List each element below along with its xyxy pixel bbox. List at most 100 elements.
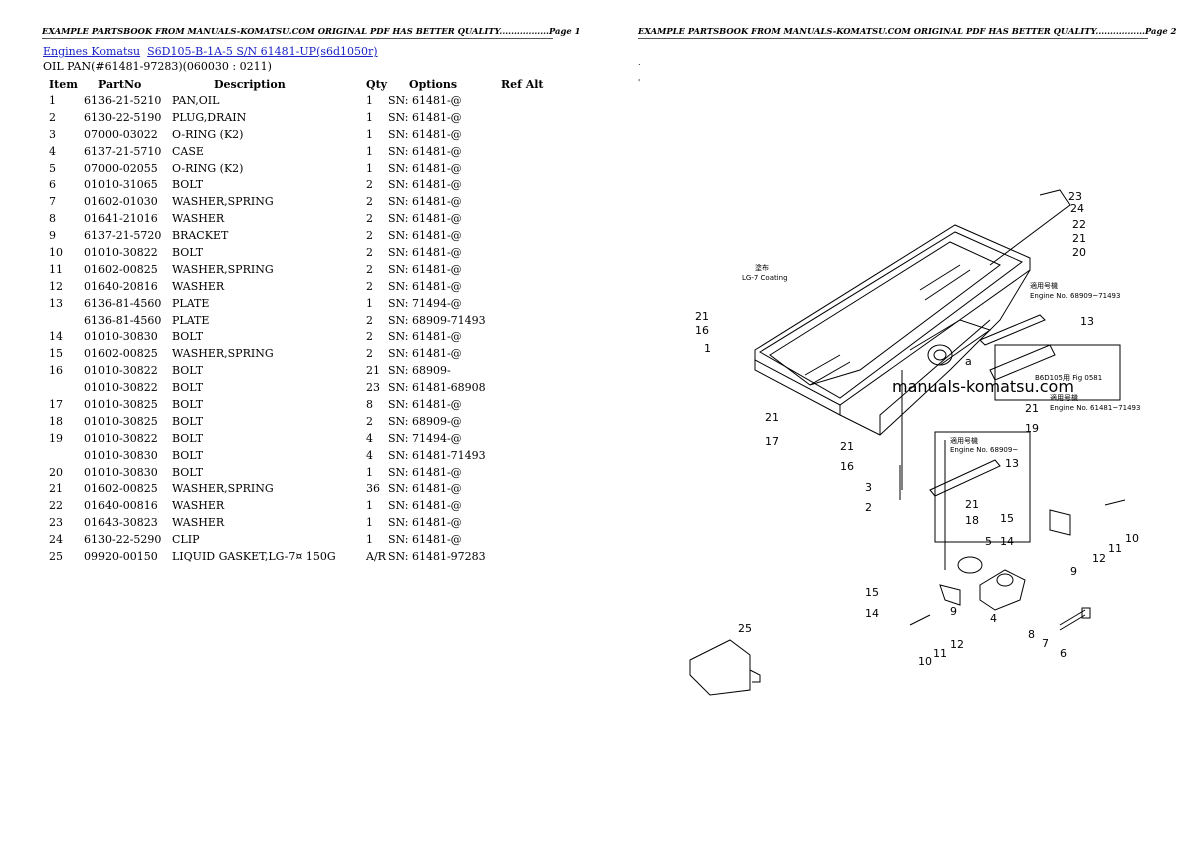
callout-a: a — [965, 355, 972, 368]
cell-qty: 4 — [366, 448, 373, 462]
callout-9-lower: 9 — [950, 605, 957, 618]
cell-qty: 1 — [366, 93, 373, 107]
cell-qty: 2 — [366, 330, 373, 344]
cell-description: O-RING (K2) — [172, 161, 244, 175]
callout-5: 5 — [985, 535, 992, 548]
cell-qty: 2 — [366, 178, 373, 192]
callout-25: 25 — [738, 622, 752, 635]
cell-description: BOLT — [172, 397, 204, 411]
cell-partno: 01010-30830 — [84, 448, 158, 462]
cell-refalt — [501, 413, 544, 430]
cell-description: BOLT — [172, 381, 204, 395]
table-row: 18 01010-30825 BOLT 2 SN: 68909-@ — [43, 413, 544, 430]
cell-item: 21 — [49, 482, 63, 496]
callout-20: 20 — [1072, 246, 1086, 259]
o-ring-part — [957, 556, 983, 574]
cell-qty: 2 — [366, 195, 373, 209]
cell-refalt — [501, 109, 544, 126]
cell-qty: 21 — [366, 364, 380, 378]
callout-12: 12 — [1092, 552, 1106, 565]
cell-options: SN: 61481-@ — [388, 178, 462, 192]
cell-description: CLIP — [172, 533, 200, 547]
cell-options: SN: 61481-@ — [388, 93, 462, 107]
page-header-left: EXAMPLE PARTSBOOK FROM MANUALS-KOMATSU.C… — [42, 26, 580, 39]
cell-qty: 2 — [366, 279, 373, 293]
cell-qty: 1 — [366, 516, 373, 530]
cell-qty: 2 — [366, 414, 373, 428]
cell-options: SN: 61481-@ — [388, 144, 462, 158]
cell-partno: 01010-30825 — [84, 414, 158, 428]
breadcrumb-link-model[interactable]: S6D105-B-1A-5 S/N 61481-UP(s6d1050r) — [147, 45, 378, 58]
cell-options: SN: 68909-71493 — [388, 313, 486, 327]
cell-options: SN: 71494-@ — [388, 431, 462, 445]
cell-options: SN: 61481-@ — [388, 161, 462, 175]
cell-refalt — [501, 278, 544, 295]
cell-refalt — [501, 464, 544, 481]
note-lg7-jp: 塗布 — [755, 263, 769, 272]
cell-item: 12 — [49, 279, 63, 293]
cell-qty: 1 — [366, 499, 373, 513]
cell-item: 2 — [49, 110, 56, 124]
callout-13: 13 — [1080, 315, 1094, 328]
note-serial-f: Engine No. 68909~ — [950, 446, 1018, 454]
callout-10-lower: 10 — [918, 655, 932, 668]
callout-21-mid: 21 — [765, 411, 779, 424]
cell-item: 18 — [49, 414, 63, 428]
cell-description: WASHER — [172, 499, 225, 513]
cell-qty: 2 — [366, 212, 373, 226]
cell-description: PAN,OIL — [172, 93, 220, 107]
cell-description: PLUG,DRAIN — [172, 110, 247, 124]
cell-qty: 2 — [366, 313, 373, 327]
cell-partno: 01640-00816 — [84, 499, 158, 513]
cell-qty: 2 — [366, 262, 373, 276]
guide-line — [989, 189, 1071, 266]
cell-qty: 8 — [366, 397, 373, 411]
callout-14: 14 — [1000, 535, 1014, 548]
cell-item: 5 — [49, 161, 56, 175]
page-header-right: EXAMPLE PARTSBOOK FROM MANUALS-KOMATSU.C… — [638, 26, 1176, 39]
callout-16-center: 16 — [840, 460, 854, 473]
col-header-qty: Qty — [366, 77, 388, 91]
cell-item: 24 — [49, 533, 63, 547]
callout-21-center: 21 — [840, 440, 854, 453]
cell-description: PLATE — [172, 313, 210, 327]
cell-item: 3 — [49, 127, 56, 141]
bracket-part — [939, 584, 961, 606]
cell-options: SN: 68909-@ — [388, 414, 462, 428]
callout-15-lower: 15 — [865, 586, 879, 599]
callout-2: 2 — [865, 501, 872, 514]
bolt-6 — [1059, 609, 1086, 631]
callout-12-lower: 12 — [950, 638, 964, 651]
cell-qty: 1 — [366, 110, 373, 124]
cell-options: SN: 61481-@ — [388, 397, 462, 411]
oil-pan-exploded-diagram: 23 24 22 21 20 13 21 16 1 a 21 17 21 19 … — [689, 189, 1140, 696]
cell-options: SN: 61481-@ — [388, 245, 462, 259]
stray-mark: . — [638, 58, 641, 67]
callout-21-left: 21 — [695, 310, 709, 323]
cell-qty: A/R — [366, 549, 386, 563]
watermark-text: manuals-komatsu.com — [892, 377, 1074, 396]
cell-refalt — [501, 514, 544, 531]
case-part — [979, 569, 1026, 611]
cell-description: PLATE — [172, 296, 210, 310]
liquid-gasket-tube — [689, 639, 751, 696]
breadcrumb: Engines Komatsu S6D105-B-1A-5 S/N 61481-… — [43, 45, 378, 58]
breadcrumb-link-engines[interactable]: Engines Komatsu — [43, 45, 141, 58]
cell-options: SN: 61481-@ — [388, 347, 462, 361]
cell-item: 7 — [49, 195, 56, 209]
cell-partno: 6137-21-5720 — [84, 229, 162, 243]
callout-11-lower: 11 — [933, 647, 947, 660]
note-serial-c: 適用号機 — [1050, 393, 1078, 402]
callout-10: 10 — [1125, 532, 1139, 545]
cell-options: SN: 68909- — [388, 364, 451, 378]
cell-description: BOLT — [172, 414, 204, 428]
cell-partno: 07000-02055 — [84, 161, 158, 175]
